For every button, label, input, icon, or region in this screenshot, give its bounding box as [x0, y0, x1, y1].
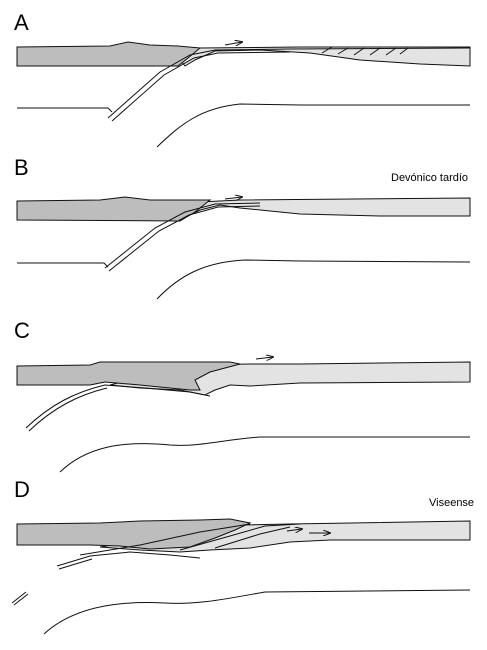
panel-b-left-base [17, 263, 108, 267]
panel-a-dark-crust [17, 42, 200, 66]
panel-b [17, 197, 470, 299]
panel-a-left-base [17, 108, 112, 112]
panel-b-dark-crust [17, 197, 210, 221]
panel-b-mantle-curve [157, 260, 470, 299]
panel-c-slab-line-2 [29, 388, 107, 431]
panel-d-slab-line-1 [57, 552, 200, 566]
panel-a-mantle-curve [157, 104, 470, 147]
panel-c [17, 357, 470, 472]
panel-a [17, 42, 470, 147]
panel-c-mantle-curve [60, 437, 470, 472]
panel-d-mantle-curve [44, 590, 470, 634]
panel-c-motion-arrow [256, 357, 273, 359]
panel-d-slab-fragment [12, 592, 28, 605]
panel-d [12, 519, 470, 634]
panel-c-slab-line-1 [26, 385, 210, 428]
panel-a-motion-arrow [225, 42, 242, 45]
panel-b-motion-arrow [225, 197, 242, 199]
